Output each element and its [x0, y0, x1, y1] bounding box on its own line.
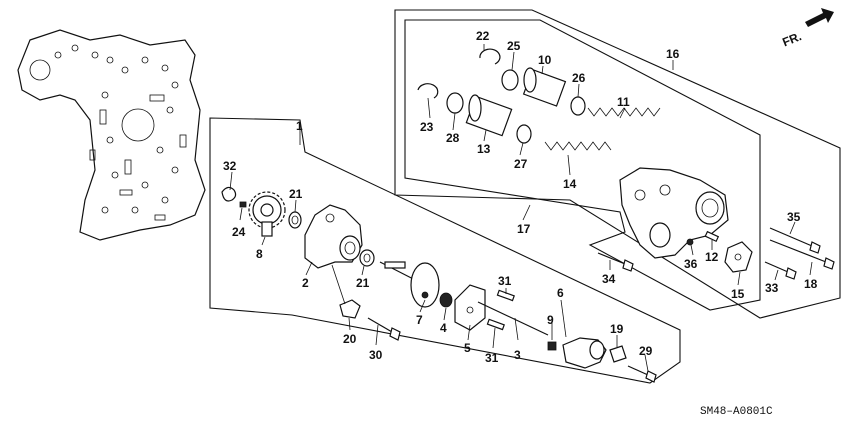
part-33-bolt	[764, 261, 797, 280]
callout-15: 15	[731, 287, 745, 301]
part-34-bolt	[597, 252, 634, 272]
callout-25: 25	[507, 39, 521, 53]
part-10-sleeve	[522, 67, 567, 107]
part-19-clip	[609, 345, 627, 363]
callout-28: 28	[446, 131, 460, 145]
part-2-housing	[304, 204, 363, 269]
part-28-ring	[446, 92, 464, 114]
callout-9: 9	[547, 313, 554, 327]
part-21b-washer	[359, 249, 375, 267]
callout-7: 7	[416, 313, 423, 327]
callout-34: 34	[602, 272, 616, 286]
part-27-ring	[516, 124, 532, 144]
part-5-plate	[454, 284, 486, 331]
front-arrow-icon	[805, 8, 834, 27]
part-29-bolt	[627, 365, 657, 383]
callout-30: 30	[369, 348, 383, 362]
callout-11: 11	[617, 95, 630, 109]
leader-lines	[229, 44, 813, 372]
callout-12: 12	[705, 250, 719, 264]
callout-19: 19	[610, 322, 624, 336]
callout-27: 27	[514, 157, 528, 171]
part-14-spring	[544, 141, 612, 151]
callout-36: 36	[684, 257, 698, 271]
valve-body	[619, 167, 729, 259]
part-18-bolt	[769, 239, 835, 270]
part-36-bolt	[686, 238, 694, 246]
callout-3: 3	[514, 348, 521, 362]
part-3-rod	[477, 301, 549, 336]
callout-1: 1	[296, 119, 303, 133]
part-22-snap-ring	[479, 48, 501, 65]
assembly-16-outline	[394, 9, 841, 319]
callout-35: 35	[787, 210, 801, 224]
callout-14: 14	[563, 177, 577, 191]
callout-33: 33	[765, 281, 779, 295]
callout-26: 26	[572, 71, 586, 85]
part-11-spring	[587, 107, 661, 117]
part-25-ring	[501, 69, 519, 91]
callout-labels: 1 2 3 4 5 6 7 8 9 10 11 12 13 14 15 16 1…	[223, 29, 818, 365]
callout-23: 23	[420, 120, 434, 134]
part-8-gear	[248, 191, 286, 237]
part-20-bracket	[339, 299, 361, 319]
callout-32: 32	[223, 159, 237, 173]
callout-21b: 21	[356, 276, 370, 290]
callout-13: 13	[477, 142, 491, 156]
part-12-pin	[704, 230, 720, 243]
callout-21a: 21	[289, 187, 303, 201]
assembly-17-outline	[404, 19, 761, 311]
callout-31b: 31	[485, 351, 499, 365]
callout-17: 17	[517, 222, 531, 236]
callout-5: 5	[464, 341, 471, 355]
callout-18: 18	[804, 277, 818, 291]
callout-22: 22	[476, 29, 490, 43]
callout-2: 2	[302, 276, 309, 290]
callout-20: 20	[343, 332, 357, 346]
callout-29: 29	[639, 344, 653, 358]
front-direction-label: FR.	[780, 29, 803, 49]
callout-10: 10	[538, 53, 552, 67]
callout-24: 24	[232, 225, 246, 239]
part-13-sleeve	[465, 94, 513, 137]
callout-31a: 31	[498, 274, 512, 288]
part-35-bolt	[769, 227, 821, 254]
assembly-1-outline	[209, 117, 681, 384]
separator-plate	[17, 29, 206, 241]
part-32-clip	[221, 186, 237, 202]
part-6-solenoid	[562, 337, 607, 369]
part-9-nut	[547, 341, 557, 351]
part-15-gasket	[724, 241, 753, 273]
part-26-ring	[570, 96, 586, 116]
part-7-plate	[379, 261, 440, 308]
part-31b-pin	[486, 318, 505, 331]
part-21-washer	[288, 211, 302, 229]
front-direction-indicator: FR.	[780, 8, 834, 49]
part-24-pin	[239, 201, 247, 208]
part-31a-pin	[496, 289, 515, 302]
callout-16: 16	[666, 47, 680, 61]
diagram-code: SM48–A0801C	[700, 406, 773, 418]
callout-6: 6	[557, 286, 564, 300]
callout-4: 4	[440, 321, 447, 335]
part-30-bolt	[367, 317, 401, 341]
callout-8: 8	[256, 247, 263, 261]
part-4-seal	[439, 292, 453, 308]
part-23-snap-ring	[417, 83, 439, 99]
